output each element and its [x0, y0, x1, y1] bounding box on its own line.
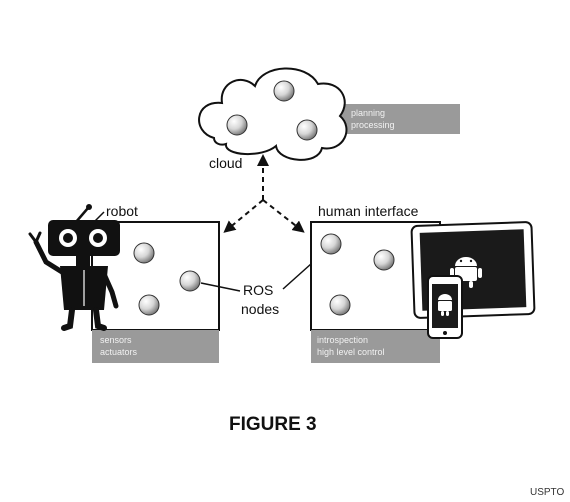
human-interface-tag-line2: high level control — [317, 347, 385, 357]
hi-node-2 — [373, 249, 395, 271]
cloud-node-2 — [226, 114, 248, 136]
human-interface-tag — [311, 330, 440, 363]
ros-leader-left — [200, 282, 241, 292]
cloud-tag — [338, 104, 460, 134]
source-label: USPTO — [530, 487, 564, 498]
cloud-shape — [198, 67, 348, 161]
cloud-node-3 — [296, 119, 318, 141]
hi-node-3 — [329, 294, 351, 316]
robot-icon — [28, 204, 120, 331]
robot-tag-line1: sensors — [100, 335, 132, 345]
cloud-group: planning processing cloud — [198, 67, 460, 171]
robot-tag — [92, 330, 219, 363]
arrow-to-robot — [223, 199, 264, 233]
robot-node-3 — [138, 294, 160, 316]
cloud-tag-line1: planning — [351, 108, 385, 118]
ros-label-line2: nodes — [241, 301, 279, 317]
figure-caption: FIGURE 3 — [229, 414, 317, 435]
phone-icon — [427, 275, 463, 339]
robot-node-2 — [179, 270, 201, 292]
ros-nodes-callout: ROS nodes — [200, 254, 322, 317]
hi-node-1 — [320, 233, 342, 255]
human-interface-tag-line1: introspection — [317, 335, 368, 345]
cloud-tag-line2: processing — [351, 120, 395, 130]
cloud-node-1 — [273, 80, 295, 102]
ros-label-line1: ROS — [243, 282, 273, 298]
robot-tag-line2: actuators — [100, 347, 138, 357]
cloud-label: cloud — [209, 155, 242, 171]
communication-arrows — [223, 154, 305, 233]
robot-node-1 — [133, 242, 155, 264]
arrow-to-human-interface — [262, 199, 305, 233]
human-interface-label: human interface — [318, 203, 419, 219]
robot-label: robot — [106, 203, 138, 219]
